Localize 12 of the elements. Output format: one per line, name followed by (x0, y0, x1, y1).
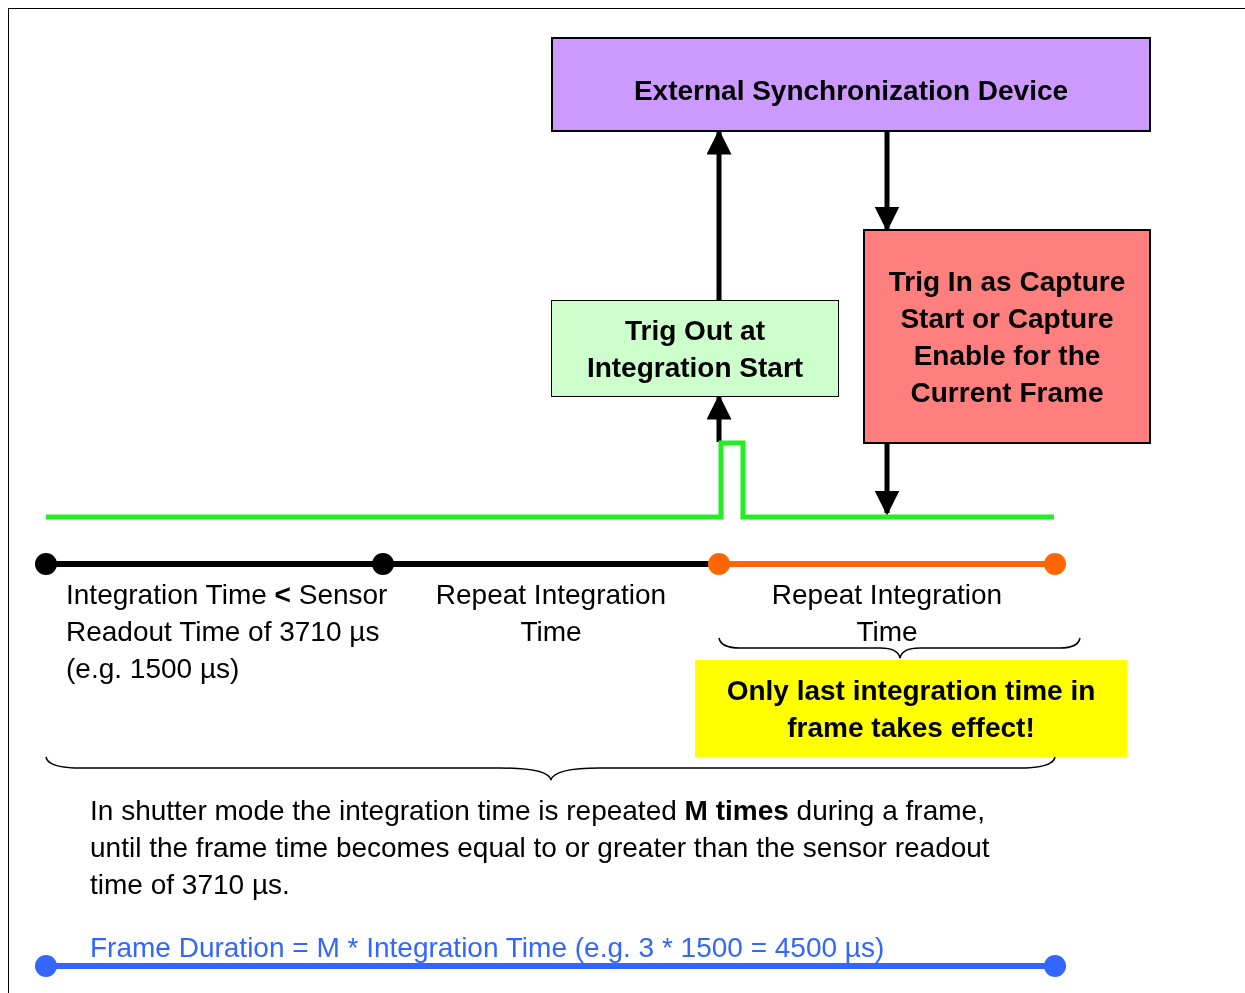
timeline-label: Repeat Integration Time (770, 578, 1004, 649)
description-text: In shutter mode the integration time is repeated M times during a frame, until the frame time becomes equal to or greater than the sensor readout time of 3710 µs. (90, 794, 991, 902)
trigger-box: Trig Out at Integration Start (551, 300, 839, 397)
signal-waveform (44, 440, 1056, 520)
formula-text: Frame Duration = M * Integration Time (e.g. 3 * 1500 = 4500 µs) (90, 931, 886, 965)
arrow (874, 444, 900, 516)
note-box: Only last integration time in frame takes effect! (695, 660, 1127, 757)
timeline-label: Integration Time < Sensor Readout Time of 3710 µs (e.g. 1500 µs) (66, 578, 389, 686)
timeline-label: Repeat Integration Time (434, 578, 668, 649)
device-box: External Synchronization Device (551, 37, 1151, 132)
arrow (874, 132, 900, 232)
trigger-box: Trig In as Capture Start or Capture Enable for the Current Frame (863, 229, 1151, 444)
